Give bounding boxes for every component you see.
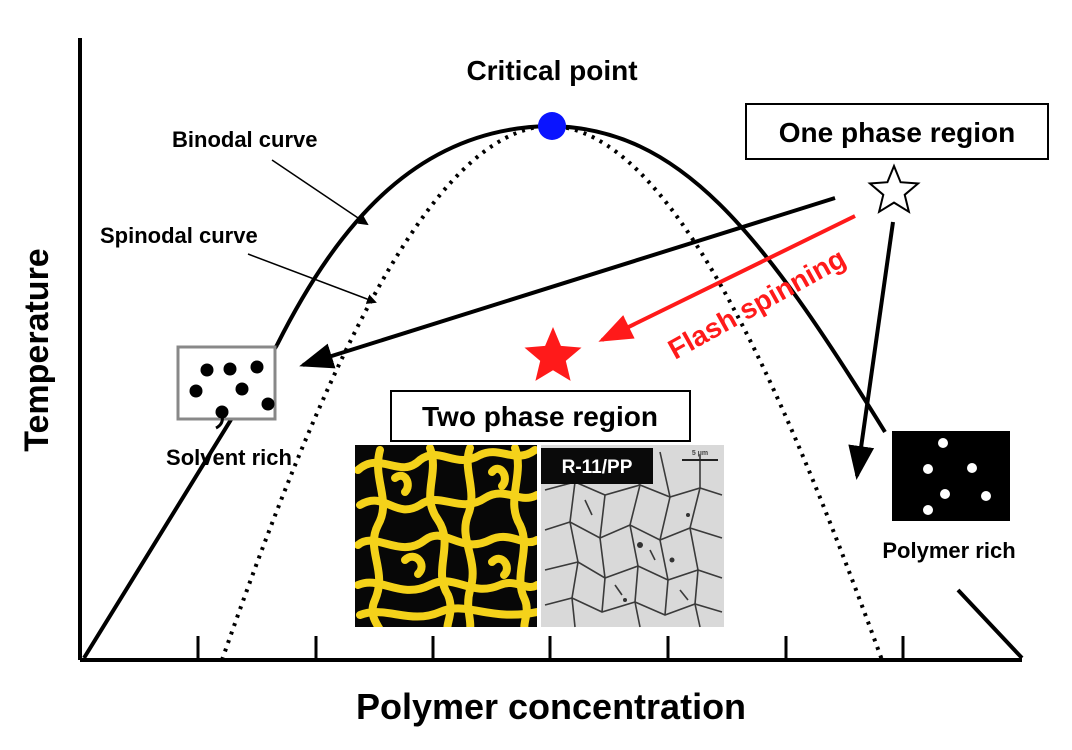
polymer-rich-inset — [892, 431, 1010, 521]
bicontinuous-micrograph-image — [355, 445, 537, 627]
critical-point-marker — [538, 112, 566, 140]
spinodal-pointer — [247, 253, 377, 304]
cellular-micrograph-image: R-11/PP 5 μm — [541, 445, 724, 628]
scale-bar-label: 5 μm — [692, 450, 708, 457]
one-phase-region-label: One phase region — [779, 117, 1016, 148]
spinodal-curve-label: Spinodal curve — [100, 223, 258, 248]
x-axis-label: Polymer concentration — [356, 686, 746, 727]
solvent-rich-inset — [176, 345, 277, 430]
polymer-rich-label: Polymer rich — [882, 538, 1015, 563]
critical-point-label: Critical point — [466, 55, 637, 86]
arrow-to-polymer-rich — [848, 221, 895, 480]
arrow-to-solvent-rich — [299, 196, 836, 369]
flash-spinning-star-icon — [524, 327, 582, 381]
micrograph-label-badge — [541, 448, 653, 484]
binodal-pointer — [271, 159, 369, 226]
micrograph-label: R-11/PP — [562, 457, 633, 478]
x-axis-ticks — [196, 636, 905, 660]
two-phase-region-box — [390, 390, 691, 442]
two-phase-region-label: Two phase region — [422, 401, 658, 432]
one-phase-region-box — [745, 103, 1049, 160]
flash-spinning-label: Flash spinning — [663, 242, 851, 365]
y-axis-label: Temperature — [18, 248, 56, 451]
solvent-rich-label: Solvent rich — [166, 445, 292, 470]
initial-state-star-icon — [867, 163, 921, 214]
flash-spinning-arrow — [598, 214, 856, 342]
binodal-curve-label: Binodal curve — [172, 127, 317, 152]
